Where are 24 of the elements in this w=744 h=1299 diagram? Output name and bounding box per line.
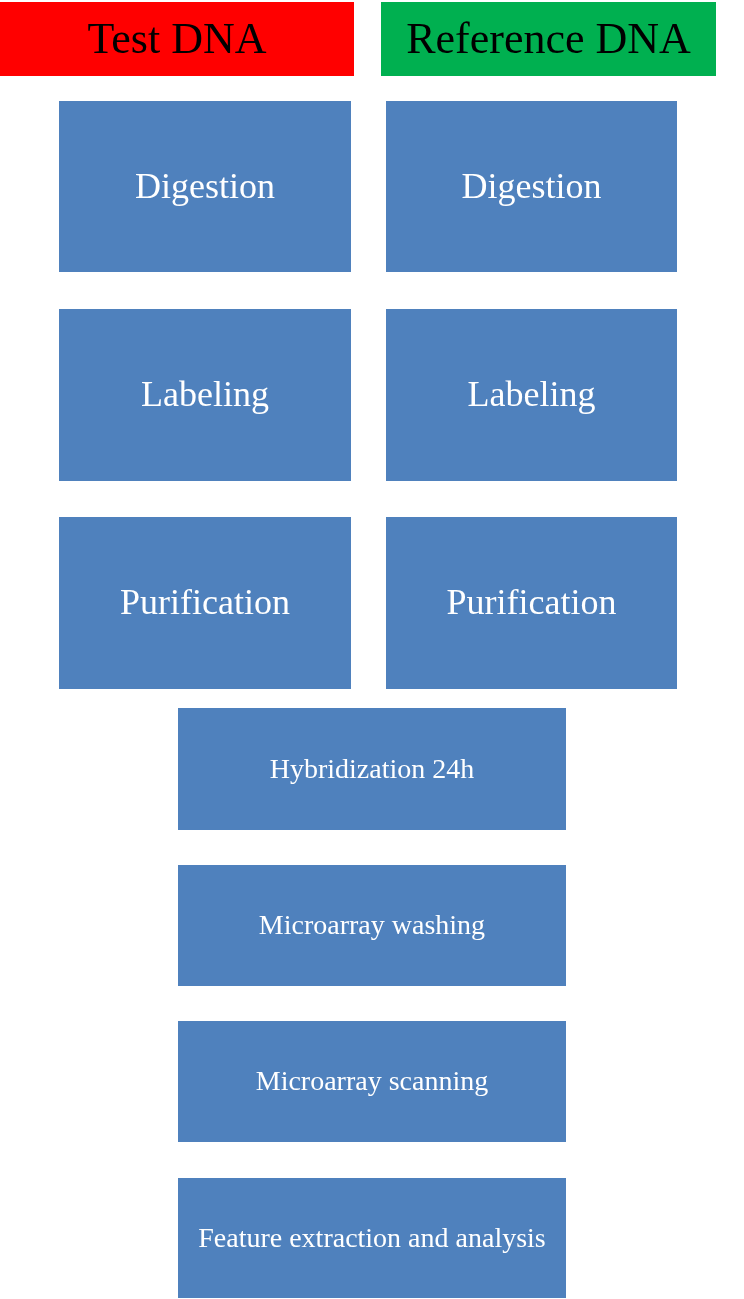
step-label: Microarray washing [258,909,486,942]
step-label: Hybridization 24h [269,752,475,786]
process-box [386,309,677,481]
process-box [178,1021,566,1142]
process-box [59,309,351,481]
process-box [386,517,677,689]
step-label: Digestion [135,165,275,208]
step-label: Feature extraction and analysis [198,1221,546,1255]
step-label: Reference DNA [406,13,691,65]
header-box [381,2,716,76]
step-label: Purification [446,582,617,624]
process-box [178,1178,566,1298]
step-label: Test DNA [87,13,267,65]
process-box [386,101,677,272]
process-box [178,865,566,986]
process-box [178,708,566,830]
step-label: Labeling [141,374,269,416]
step-label: Labeling [467,374,596,416]
step-label: Digestion [461,165,602,208]
header-box [0,2,354,76]
step-label: Purification [120,582,290,624]
process-box [59,101,351,272]
process-box [59,517,351,689]
step-label: Microarray scanning [255,1065,489,1098]
